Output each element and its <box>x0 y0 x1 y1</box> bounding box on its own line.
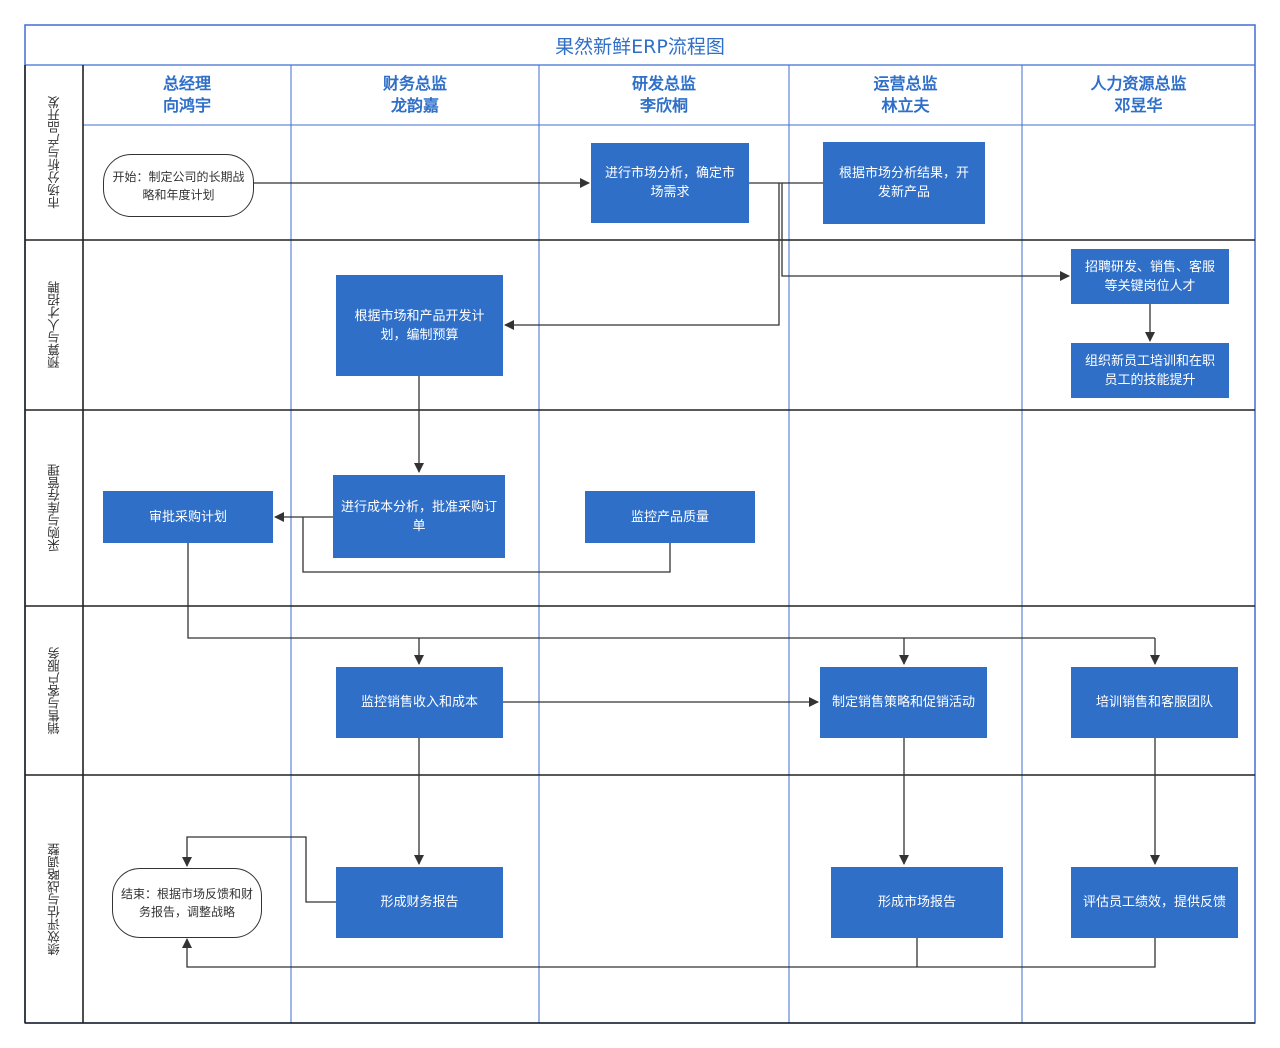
lane-label-market-product: 市场分析与产品开发 <box>25 65 83 240</box>
column-person: 向鸿宇 <box>162 96 211 115</box>
connector-quality-loop <box>302 517 671 573</box>
market-analysis-node[interactable]: 进行市场分析，确定市场需求 <box>591 143 749 223</box>
connector-to-budget <box>504 183 780 330</box>
column-person: 李欣桐 <box>639 96 688 115</box>
lane-label-text: 采购与库存管理 <box>46 464 62 552</box>
connector-to-recruit <box>781 183 1070 281</box>
start-node[interactable]: 开始：制定公司的长期战略和年度计划 <box>103 154 254 217</box>
market-report-node[interactable]: 形成市场报告 <box>831 867 1003 938</box>
column-role: 总经理 <box>162 74 211 93</box>
column-role: 财务总监 <box>382 74 447 93</box>
new-product-node[interactable]: 根据市场分析结果，开发新产品 <box>823 142 985 224</box>
connector-approve-down <box>187 543 1155 639</box>
column-header-finance-director: 财务总监 龙韵嘉 <box>291 66 539 124</box>
lane-label-text: 市场分析与产品开发 <box>46 96 62 209</box>
lane-label-purchase-inventory: 采购与库存管理 <box>25 410 83 606</box>
sales-monitor-node[interactable]: 监控销售收入和成本 <box>336 667 503 738</box>
lane-label-text: 销售与客户服务 <box>46 646 62 735</box>
budget-node[interactable]: 根据市场和产品开发计划，编制预算 <box>336 275 503 376</box>
column-role: 研发总监 <box>631 74 696 93</box>
connector-finance-report-to-end <box>182 836 336 903</box>
column-person: 林立夫 <box>881 96 930 115</box>
lane-label-text: 绩效评估与战略调整 <box>46 842 62 956</box>
column-header-operations-director: 运营总监 林立夫 <box>789 66 1022 124</box>
column-role: 人力资源总监 <box>1090 74 1187 93</box>
column-role: 运营总监 <box>873 74 938 93</box>
lane-label-performance-strategy: 绩效评估与战略调整 <box>25 775 83 1023</box>
lane-label-budget-recruit: 预算与人才招聘 <box>25 240 83 410</box>
train-sales-node[interactable]: 培训销售和客服团队 <box>1071 667 1238 738</box>
column-header-hr-director: 人力资源总监 邓昱华 <box>1022 66 1255 124</box>
training-node[interactable]: 组织新员工培训和在职员工的技能提升 <box>1071 343 1229 398</box>
sales-strategy-node[interactable]: 制定销售策略和促销活动 <box>820 667 987 738</box>
lane-label-text: 预算与人才招聘 <box>46 281 62 369</box>
recruit-node[interactable]: 招聘研发、销售、客服等关键岗位人才 <box>1071 249 1229 304</box>
cost-analysis-node[interactable]: 进行成本分析，批准采购订单 <box>333 475 505 558</box>
lane-label-sales-service: 销售与客户服务 <box>25 606 83 775</box>
finance-report-node[interactable]: 形成财务报告 <box>336 867 503 938</box>
end-node[interactable]: 结束：根据市场反馈和财务报告，调整战略 <box>112 868 262 938</box>
connector-reports-to-end <box>182 938 1156 968</box>
column-header-general-manager: 总经理 向鸿宇 <box>83 66 291 124</box>
evaluate-node[interactable]: 评估员工绩效，提供反馈 <box>1071 867 1238 938</box>
approve-purchase-node[interactable]: 审批采购计划 <box>103 491 273 543</box>
diagram-title: 果然新鲜ERP流程图 <box>555 35 725 58</box>
column-header-rd-director: 研发总监 李欣桐 <box>539 66 789 124</box>
column-person: 龙韵嘉 <box>390 96 439 115</box>
column-person: 邓昱华 <box>1114 96 1163 115</box>
quality-monitor-node[interactable]: 监控产品质量 <box>585 491 755 543</box>
